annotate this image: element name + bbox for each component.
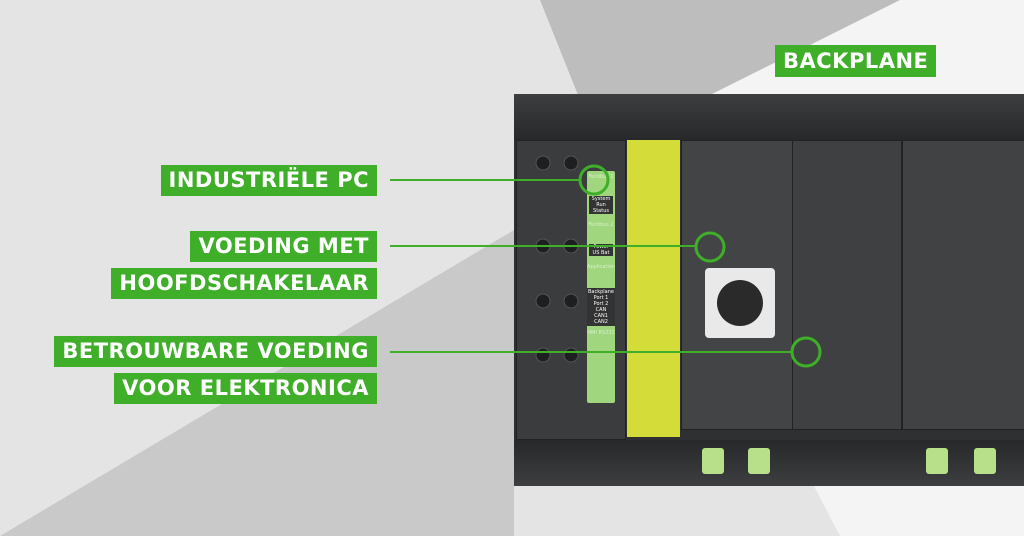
hmi-label: HMI: [587, 330, 597, 336]
port2-label: Port 2: [593, 301, 609, 307]
backplane-label: BACKPLANE: [775, 45, 937, 77]
port1-label: Port 1: [593, 295, 609, 301]
industrial-pc-label: INDUSTRIËLE PC: [160, 165, 377, 196]
power-supply-label-1: VOEDING MET: [190, 231, 377, 262]
backplane-leds: Backplane Port 1 Port 2 CAN CAN1 CAN2: [587, 288, 615, 326]
rs232-label: RS232: [598, 330, 615, 336]
power-supply-label-2: HOOFDSCHAKELAAR: [111, 268, 377, 299]
status-label: Status: [593, 208, 609, 214]
reliable-power-label-1: BETROUWBARE VOEDING: [54, 336, 377, 367]
can1-label: CAN1: [594, 313, 608, 319]
run-label: Run: [596, 202, 606, 208]
yellow-module: [627, 140, 680, 437]
electronics-power-module: [792, 140, 902, 430]
application-label: Application: [587, 264, 615, 270]
us-bat: US Bat: [589, 250, 613, 256]
can-label: CAN: [595, 307, 607, 313]
top-rail: [514, 94, 1024, 140]
main-switch[interactable]: [705, 268, 775, 338]
extension-module: [902, 140, 1024, 430]
hmi-rs232: HMI RS232: [587, 330, 615, 336]
us-label: US: [592, 250, 600, 256]
backplane-label: Backplane: [587, 289, 614, 295]
switch-knob[interactable]: [717, 280, 763, 326]
can2-label: CAN2: [594, 319, 608, 325]
bat-label: Bat: [600, 250, 610, 256]
system-label: System: [589, 196, 613, 202]
fieldbus1-label: Fieldbus 1: [588, 174, 614, 180]
fieldbus2-label: Fieldbus 2: [588, 222, 614, 228]
reliable-power-label-2: VOOR ELEKTRONICA: [114, 373, 377, 404]
industrial-pc-module: Fieldbus 1 System Run Status Fieldbus 2 …: [516, 140, 626, 440]
run-status: Run Status: [589, 202, 613, 214]
bottom-connectors: [702, 448, 996, 474]
